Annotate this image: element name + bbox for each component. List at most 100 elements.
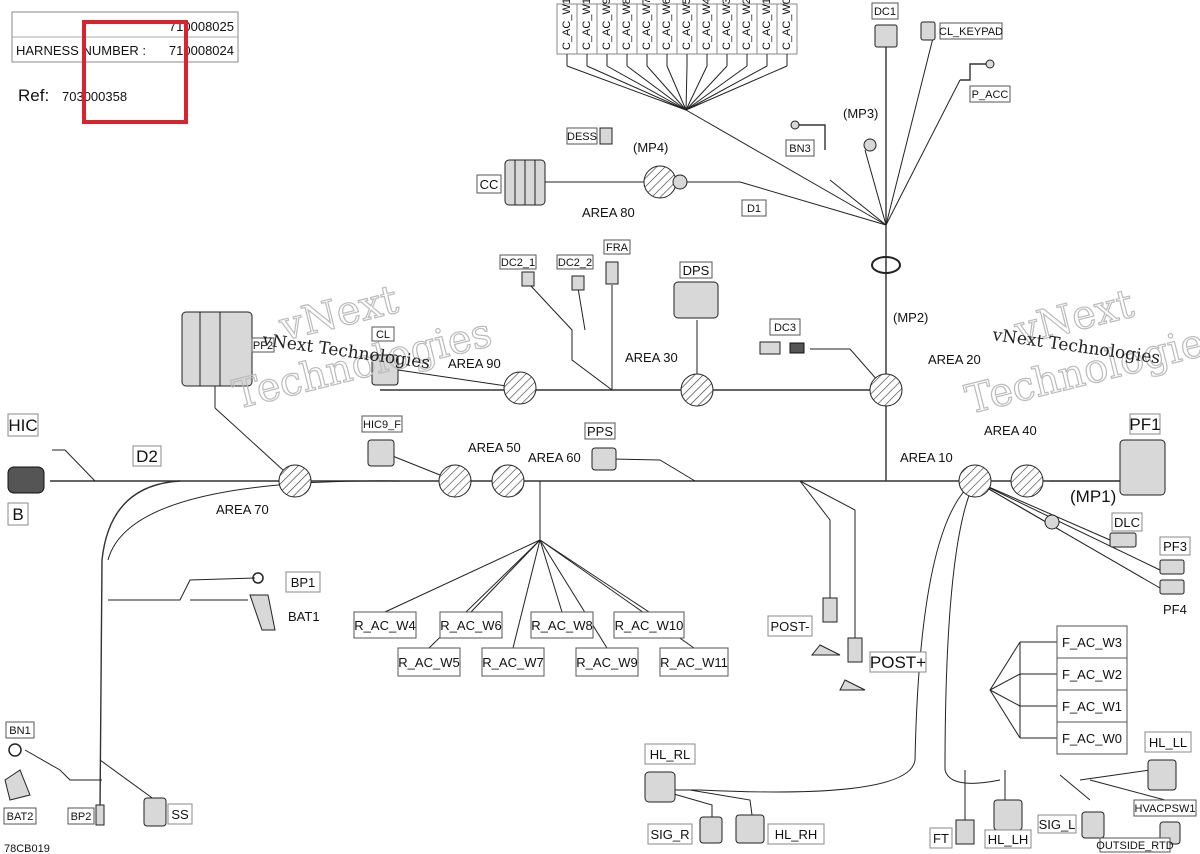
f-ac-box bbox=[1056, 721, 1128, 755]
label-area-40: AREA 40 bbox=[984, 423, 1037, 438]
c-ac-label: C_AC_W5 bbox=[681, 0, 693, 50]
label-bp1: BP1 bbox=[291, 575, 316, 590]
label-sig-r: SIG_R bbox=[650, 827, 689, 842]
pf4-connector-icon bbox=[1159, 579, 1185, 595]
label-mp4: (MP4) bbox=[633, 140, 668, 155]
pf3-connector-icon bbox=[1159, 559, 1185, 575]
mp1-clip-icon bbox=[1044, 514, 1060, 530]
label-bn3: BN3 bbox=[789, 143, 810, 155]
label-dc2-1: DC2_1 bbox=[501, 257, 535, 269]
dc3-connector-icon bbox=[759, 341, 781, 355]
c-ac-label: C_AC_W2 bbox=[741, 0, 753, 50]
area-90-node bbox=[503, 371, 537, 405]
c-ac-label: C_AC_W6 bbox=[661, 0, 673, 50]
r-ac-box bbox=[575, 647, 639, 677]
f-ac-label: F_AC_W3 bbox=[1062, 635, 1122, 650]
label-dc1: DC1 bbox=[874, 6, 896, 18]
r-ac-label: R_AC_W5 bbox=[398, 655, 459, 670]
label-fra: FRA bbox=[606, 242, 629, 254]
r-ac-label: R_AC_W7 bbox=[482, 655, 543, 670]
f-ac-connector-group: F_AC_W3F_AC_W2F_AC_W1F_AC_W0 bbox=[1056, 625, 1128, 755]
hic9-f-connector-icon bbox=[367, 439, 395, 467]
f-ac-label: F_AC_W1 bbox=[1062, 699, 1122, 714]
label-d1: D1 bbox=[747, 203, 761, 215]
label-dps: DPS bbox=[683, 263, 710, 278]
area-70-node bbox=[278, 464, 312, 498]
label-area-50: AREA 50 bbox=[468, 440, 521, 455]
area-30-node bbox=[680, 373, 714, 407]
pf1-connector-icon bbox=[1119, 439, 1166, 496]
b-connector-icon bbox=[7, 466, 45, 494]
area-10-node bbox=[958, 464, 992, 498]
label-mp3: (MP3) bbox=[843, 106, 878, 121]
label-dlc: DLC bbox=[1114, 515, 1140, 530]
sig-l-connector-icon bbox=[1081, 811, 1105, 839]
ref-label: Ref: bbox=[18, 86, 49, 105]
trunk-wires bbox=[24, 29, 1166, 825]
area-80-node bbox=[643, 165, 677, 199]
connector-shapes bbox=[4, 21, 1185, 845]
bp2-terminal-icon bbox=[95, 804, 105, 826]
r-ac-box bbox=[530, 611, 594, 639]
c-ac-label: C_AC_W0 bbox=[781, 0, 793, 50]
dlc-connector-icon bbox=[1109, 532, 1137, 548]
label-hic9-f: HIC9_F bbox=[363, 419, 401, 431]
post-plus-terminal-icon bbox=[847, 637, 863, 663]
area-20-node bbox=[869, 373, 903, 407]
post-minus-terminal-icon bbox=[822, 597, 838, 623]
harness-info-block: 710008025 HARNESS NUMBER : 710008024 Ref… bbox=[11, 11, 239, 124]
label-ss: SS bbox=[171, 807, 189, 822]
hl-lh-connector-icon bbox=[993, 799, 1023, 831]
label-area-30: AREA 30 bbox=[625, 350, 678, 365]
area-40-node bbox=[1010, 464, 1044, 498]
c-ac-label: C_AC_W4 bbox=[701, 0, 713, 50]
label-bp2: BP2 bbox=[71, 811, 92, 823]
highlight-box bbox=[82, 20, 188, 124]
label-hl-rh: HL_RH bbox=[775, 827, 818, 842]
label-area-90: AREA 90 bbox=[448, 356, 501, 371]
r-ac-label: R_AC_W8 bbox=[531, 618, 592, 633]
mp4-clip-icon bbox=[672, 174, 688, 190]
dc2-1-connector-icon bbox=[521, 271, 535, 287]
label-cl: CL bbox=[376, 329, 390, 341]
label-pf3: PF3 bbox=[1163, 539, 1187, 554]
area-50-node bbox=[438, 464, 472, 498]
bn3-terminal-icon bbox=[795, 124, 826, 150]
label-post-plus: POST+ bbox=[870, 653, 926, 672]
mp2-clip-icon bbox=[871, 256, 901, 274]
dc2-2-connector-icon bbox=[571, 275, 585, 291]
f-ac-box bbox=[1056, 689, 1128, 723]
f-ac-label: F_AC_W2 bbox=[1062, 667, 1122, 682]
p-acc-terminal-icon bbox=[960, 63, 990, 81]
bp1-ring-terminal-icon bbox=[252, 572, 264, 584]
label-hl-rl: HL_RL bbox=[650, 747, 690, 762]
f-ac-label: F_AC_W0 bbox=[1062, 731, 1122, 746]
r-ac-label: R_AC_W11 bbox=[660, 655, 728, 670]
label-bat2: BAT2 bbox=[7, 811, 34, 823]
c-ac-label: C_AC_W8 bbox=[621, 0, 633, 50]
r-ac-box bbox=[481, 647, 545, 677]
figure-code: 78CB019 bbox=[4, 843, 50, 854]
r-ac-label: R_AC_W4 bbox=[354, 618, 415, 633]
r-ac-box bbox=[439, 611, 503, 639]
dps-connector-icon bbox=[673, 281, 719, 319]
label-hic: HIC bbox=[8, 416, 37, 435]
harness-number-value: 710008024 bbox=[169, 43, 234, 58]
label-b: B bbox=[12, 505, 23, 524]
r-ac-box bbox=[397, 647, 461, 677]
label-dess: DESS bbox=[567, 131, 597, 143]
cl-connector-icon bbox=[371, 354, 399, 386]
watermark-right: vNext Technologies vNext Technologies bbox=[960, 280, 1200, 424]
bat1-terminal-icon bbox=[249, 594, 276, 631]
label-hl-lh: HL_LH bbox=[988, 832, 1028, 847]
label-pf4: PF4 bbox=[1163, 602, 1187, 617]
r-ac-box bbox=[613, 611, 685, 639]
r-ac-box bbox=[353, 611, 417, 639]
label-outside-rtd: OUTSIDE_RTD bbox=[1096, 840, 1173, 852]
c-ac-label: C_AC_W1 bbox=[761, 0, 773, 50]
label-area-10: AREA 10 bbox=[900, 450, 953, 465]
label-pf1: PF1 bbox=[1129, 415, 1160, 434]
label-mp1: (MP1) bbox=[1070, 487, 1116, 506]
